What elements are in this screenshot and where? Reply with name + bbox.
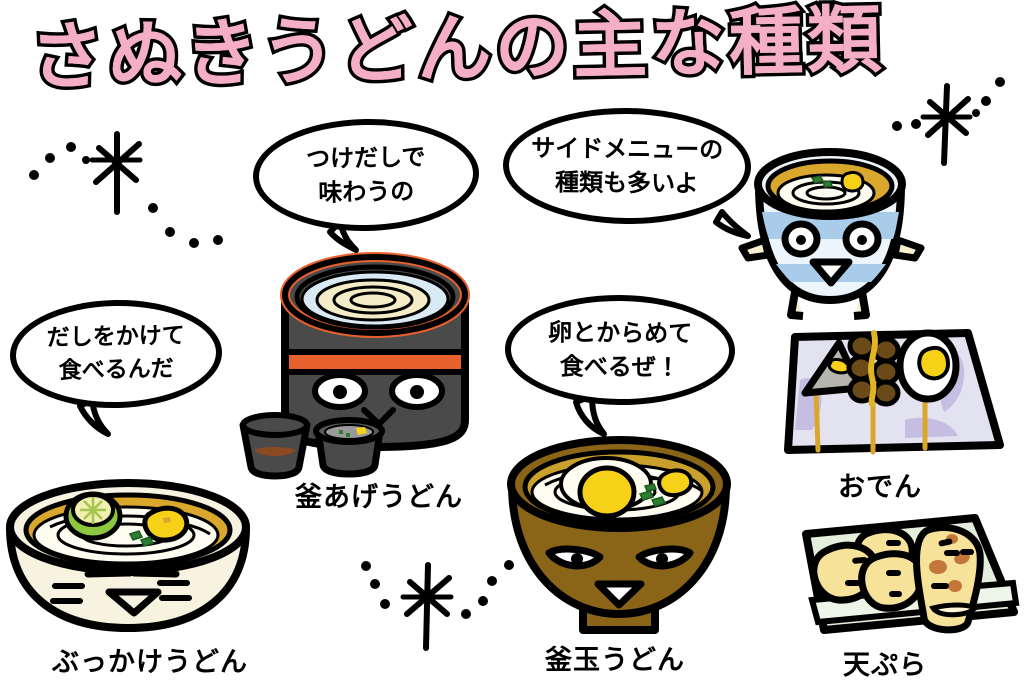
sparkle-left-icon (29, 131, 223, 248)
oden (784, 329, 1004, 455)
bukkake-udon (6, 479, 250, 632)
kamaage-udon (239, 252, 470, 480)
kamatama-udon (507, 436, 731, 634)
bubble-tail-side (713, 209, 751, 239)
tempura (802, 514, 1020, 634)
bubble-tail-tsukedashi (327, 219, 359, 253)
kake-udon-bowl (738, 148, 925, 320)
sparkle-bottom-center-icon (361, 560, 514, 651)
bubble-tail-dashi (77, 397, 111, 437)
sparkle-top-right-icon (892, 77, 1005, 166)
dipping-sauce-cup (239, 412, 311, 480)
condiment-cup (313, 417, 385, 478)
bubble-tail-tamago (573, 393, 607, 437)
